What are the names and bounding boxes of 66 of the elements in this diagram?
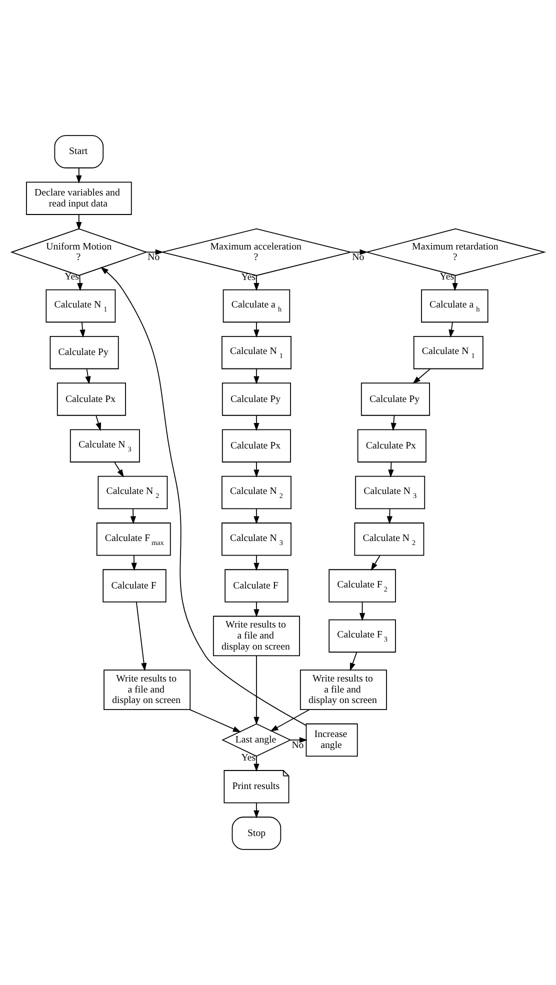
arrow <box>130 508 136 524</box>
node-box: Calculate N$_{1}$ <box>222 336 292 370</box>
edge-label: No <box>352 252 364 264</box>
node-box: Calculate N$_{3}$ <box>70 429 140 462</box>
arrow <box>131 555 137 571</box>
node-box: Increase angle <box>306 723 358 757</box>
node-box: Calculate F$_{2}$ <box>328 569 396 602</box>
node-box: Calculate F$_{max}$ <box>96 522 171 556</box>
arrow <box>254 756 260 772</box>
arrow <box>370 555 380 571</box>
node-box: Stop <box>232 816 282 850</box>
node-box: Calculate F <box>102 569 166 602</box>
node-box: Calculate Py <box>50 336 119 370</box>
node-box: Calculate Px <box>222 429 291 462</box>
node-box: Calculate N$_{1}$ <box>46 289 116 323</box>
arrow <box>452 274 458 292</box>
node-box: Calculate Py <box>360 382 430 416</box>
arrow <box>388 462 394 478</box>
arrow <box>80 322 86 338</box>
edge-label: No <box>148 252 160 264</box>
arrow <box>254 368 260 384</box>
node-box: Calculate Py <box>222 382 291 416</box>
arrow <box>76 214 82 230</box>
node-box: Calculate F <box>224 569 288 602</box>
node-box: Declare variables and read input data <box>26 182 132 215</box>
arrow <box>448 322 454 338</box>
arrow <box>350 249 368 255</box>
arrow <box>254 275 260 292</box>
node-box: Calculate N$_{2}$ <box>98 476 168 510</box>
arrow <box>254 602 260 618</box>
node-box: Calculate F$_{3}$ <box>328 619 396 653</box>
node-box: Start <box>54 135 104 168</box>
node-box: Calculate a$_{h}$ <box>222 289 290 323</box>
arrow <box>254 462 260 478</box>
node-box: Calculate N$_{2}$ <box>222 476 292 510</box>
arrow <box>390 415 396 432</box>
arrow <box>254 802 260 818</box>
arrow <box>76 168 82 184</box>
arrow <box>254 555 260 571</box>
node-box: Write results to a file and display on screen <box>212 616 300 656</box>
arrow <box>96 415 102 431</box>
arrow <box>254 415 260 432</box>
edge-label: No <box>292 740 304 751</box>
arrow <box>350 652 358 672</box>
node-box: Calculate N$_{3}$ <box>355 476 426 510</box>
node-box: Write results to a file and display on screen <box>300 670 387 710</box>
node-box: Calculate a$_{h}$ <box>421 289 488 323</box>
arrow <box>136 602 147 672</box>
arrow <box>254 322 260 338</box>
arrow <box>254 655 260 725</box>
arrow <box>254 508 260 524</box>
arrow <box>270 709 310 732</box>
arrow <box>85 368 91 384</box>
arrow <box>290 737 308 743</box>
node-box: Calculate Px <box>357 429 426 462</box>
node-box: Calculate Px <box>56 382 126 416</box>
node-box: Write results to a file and display on screen <box>104 670 191 710</box>
arrow <box>114 462 124 478</box>
arrow <box>146 249 164 255</box>
node-box: Calculate N$_{2}$ <box>354 522 424 556</box>
arrow <box>359 602 366 622</box>
arrow <box>412 368 431 384</box>
node-box: Calculate N$_{1}$ <box>413 336 484 370</box>
arrow <box>189 709 242 732</box>
arrow <box>100 266 307 726</box>
node-box: Calculate N$_{3}$ <box>222 522 292 556</box>
